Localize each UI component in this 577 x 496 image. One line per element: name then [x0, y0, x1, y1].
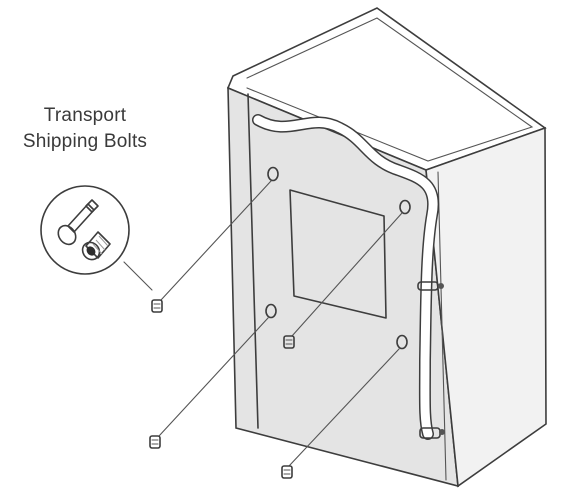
bolt-removed-2 — [283, 335, 295, 349]
cabinet-side-panel — [425, 126, 547, 488]
bolt-hole-top-right — [399, 199, 411, 215]
bolt-detail-callout — [40, 185, 130, 275]
service-window — [289, 189, 387, 319]
guide-line-top-right — [291, 212, 403, 337]
callout-leader-line — [123, 261, 153, 291]
bolt-hole-top-left — [267, 166, 279, 182]
guide-line-bottom-left — [158, 317, 269, 437]
bolt-hole-bottom-right — [396, 334, 408, 350]
cabinet-top-inner-edge — [246, 17, 534, 162]
bolt-detail-icon — [57, 199, 99, 246]
bolt-removed-1 — [151, 299, 163, 313]
cabinet-side-inner-edge — [437, 171, 447, 481]
bolt-removed-4 — [281, 465, 293, 479]
drain-hose-highlight — [253, 115, 438, 439]
bolt-removed-3 — [149, 435, 161, 449]
guide-line-top-left — [160, 180, 272, 301]
hose-clip-screw-upper — [438, 283, 444, 289]
bolt-spacer-icon — [81, 231, 111, 261]
label-transport: Transport — [43, 105, 127, 126]
hose-clip-screw-lower — [439, 429, 445, 435]
cabinet-back-left-rail — [247, 93, 259, 429]
bolt-hole-bottom-left — [265, 303, 277, 319]
label-shipping-bolts: Shipping Bolts — [22, 131, 148, 152]
guide-line-bottom-right — [288, 348, 400, 467]
